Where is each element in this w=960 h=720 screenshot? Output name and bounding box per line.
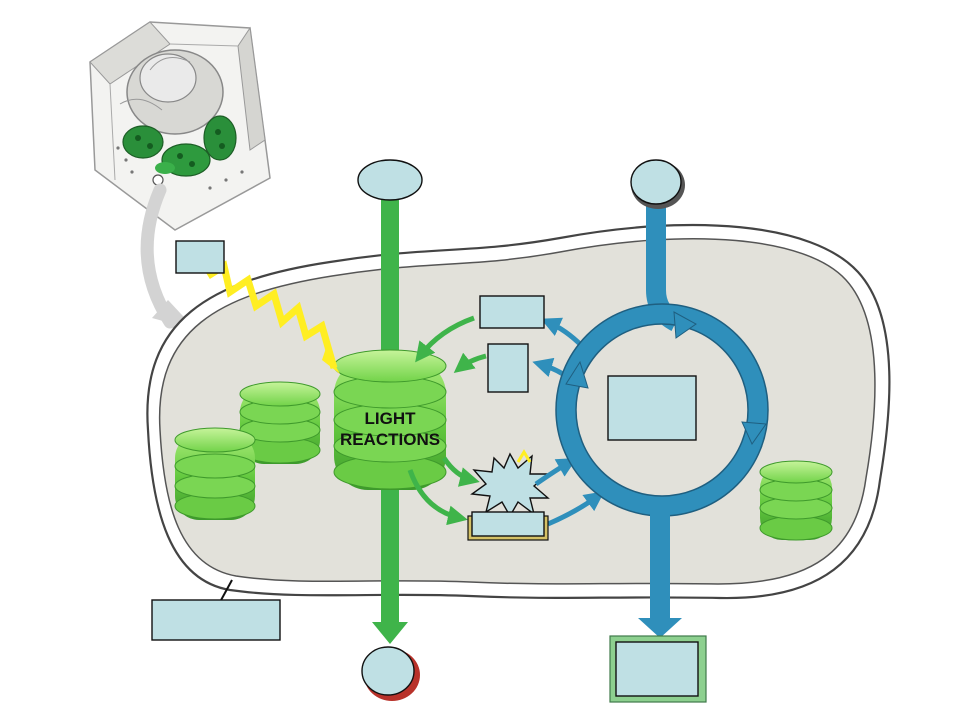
calvin-arrowhead-left xyxy=(565,360,589,389)
nadph-label-box[interactable] xyxy=(471,511,545,537)
nadp-label-box[interactable] xyxy=(479,295,545,329)
light-bolt-icon xyxy=(206,260,338,369)
calvin-output-arrow-head xyxy=(638,618,682,638)
chloroplast-pointer-line xyxy=(219,579,233,603)
arrow-input-mid xyxy=(453,352,487,373)
light-reactions-stack: LIGHT REACTIONS xyxy=(333,349,447,490)
thylakoid-stack-left-back xyxy=(239,381,321,464)
energy-burst-glow xyxy=(516,449,532,463)
water-input-oval-box[interactable] xyxy=(357,159,423,201)
adp-label-box[interactable] xyxy=(487,343,529,393)
thylakoid-stack-right xyxy=(759,460,833,541)
arrow-to-burst xyxy=(441,456,480,487)
blue-arrow-from-bottom-box xyxy=(547,491,605,527)
blue-arrow-from-burst xyxy=(534,458,577,487)
thylakoid-stack-left-front xyxy=(174,427,256,520)
light-output-arrow-shaft xyxy=(381,488,399,624)
arrow-to-bottom-box xyxy=(407,469,468,526)
calvin-arrowhead-top xyxy=(673,311,697,339)
co2-input-oval-box[interactable] xyxy=(630,159,682,205)
plant-cell-icon xyxy=(89,21,271,231)
light-output-arrow-head xyxy=(372,622,408,644)
calvin-output-arrow-shaft xyxy=(650,506,670,622)
oxygen-output-oval-box[interactable] xyxy=(361,646,415,696)
arrow-input-top xyxy=(415,315,475,363)
light-input-arrow-shaft xyxy=(381,198,399,358)
calvin-cycle-ring-inner-edge xyxy=(575,323,749,497)
calvin-arrowhead-right xyxy=(741,421,767,446)
light-bolt-head-icon xyxy=(322,348,340,374)
calvin-cycle-label-box[interactable] xyxy=(607,375,697,441)
light-reactions-label-line2: REACTIONS xyxy=(340,430,440,449)
chloroplast-label-box[interactable] xyxy=(151,599,281,641)
sugar-output-label-box[interactable] xyxy=(615,641,699,697)
light-reactions-label-line1: LIGHT xyxy=(365,409,417,428)
light-label-box[interactable] xyxy=(175,240,225,274)
